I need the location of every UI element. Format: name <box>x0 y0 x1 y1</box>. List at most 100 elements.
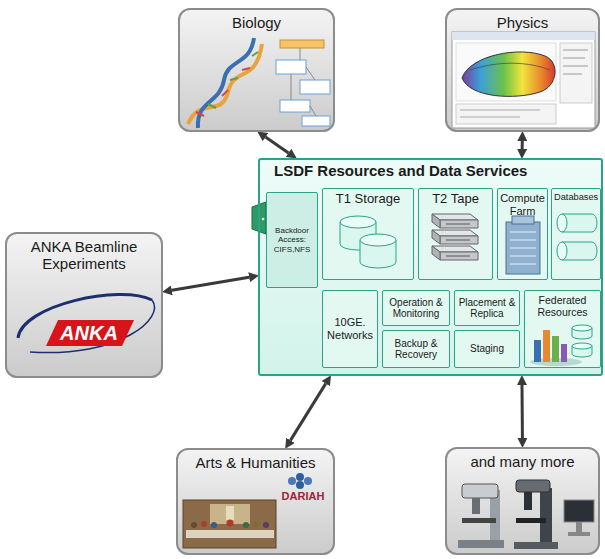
service-box: Databases <box>551 188 601 280</box>
flowchart-illustration <box>300 48 301 60</box>
compute-icon <box>510 232 536 233</box>
painting-illustration <box>253 521 259 527</box>
flowchart-illustration <box>310 106 316 116</box>
box-fill <box>454 330 520 368</box>
physics-screenshot <box>462 52 555 96</box>
domain-box: Physics <box>445 8 600 132</box>
dariah-icon <box>304 477 312 485</box>
tape-icon <box>432 246 440 260</box>
tape-icon <box>446 256 470 257</box>
painting-illustration <box>201 521 207 527</box>
box-fill <box>418 188 493 280</box>
federated-icon <box>543 330 550 362</box>
box-fill <box>266 192 318 288</box>
dna-illustration <box>242 68 250 70</box>
physics-screenshot <box>560 43 592 103</box>
flowchart-illustration <box>276 60 306 74</box>
compute-icon <box>512 216 534 224</box>
instrument-illustration <box>540 488 552 542</box>
painting-illustration <box>226 506 234 520</box>
disk-icon <box>340 216 376 228</box>
physics-screenshot <box>470 63 550 70</box>
physics-screenshot <box>563 66 588 67</box>
compute-icon <box>506 216 540 274</box>
database-icon <box>557 214 567 232</box>
tape-icon <box>440 236 478 244</box>
painting-illustration <box>183 500 276 548</box>
box-label: Compute Farm <box>500 192 545 217</box>
box-fill <box>5 232 163 378</box>
double-arrow <box>265 137 288 153</box>
physics-screenshot <box>563 74 582 75</box>
compute-icon <box>510 256 536 257</box>
box-label: Backdoor Access: CIFS,NFS <box>269 226 315 254</box>
service-box: Placement & Replica <box>454 290 520 326</box>
domain-box: ANKA Beamline Experiments <box>5 232 163 378</box>
box-fill <box>322 290 378 368</box>
federated-icon <box>552 336 559 362</box>
double-arrow <box>172 277 249 290</box>
instrument-illustration <box>564 500 594 522</box>
flowchart-illustration <box>276 40 330 126</box>
service-box: T2 Tape <box>418 188 493 280</box>
federated-icon <box>534 340 541 362</box>
service-box: Operation & Monitoring <box>382 290 450 326</box>
dna-illustration <box>222 90 228 96</box>
logo-text: DARIAH <box>276 490 330 503</box>
instrument-illustration <box>516 518 546 523</box>
service-box: Backup & Recovery <box>382 330 450 368</box>
dna-illustration <box>198 38 254 128</box>
physics-screenshot <box>460 110 540 111</box>
box-fill <box>322 188 414 280</box>
physics-screenshot <box>452 32 595 128</box>
compute-icon <box>510 264 536 265</box>
box-label: Arts & Humanities <box>182 454 329 471</box>
instrument-illustration <box>514 542 558 549</box>
domain-box: and many more <box>445 447 600 555</box>
instrument-illustration <box>568 532 590 536</box>
panel-title: LSDF Resources and Data Services <box>274 162 587 179</box>
painting-illustration <box>183 500 276 548</box>
instrument-illustration <box>458 480 594 549</box>
anka-logo <box>30 300 154 353</box>
anka-logo <box>18 295 154 353</box>
box-label: and many more <box>451 453 594 470</box>
instrument-illustration <box>462 518 496 523</box>
box-fill <box>551 188 601 280</box>
tape-icon <box>446 224 470 225</box>
federated-icon <box>561 344 567 362</box>
instrument-illustration <box>472 498 480 514</box>
box-label: Backup & Recovery <box>385 338 447 361</box>
dna-illustration <box>196 112 204 116</box>
flowchart-illustration <box>300 80 330 94</box>
disk-icon <box>340 216 396 268</box>
box-label: T1 Storage <box>325 192 411 207</box>
painting-illustration <box>263 522 269 528</box>
dariah-icon <box>296 473 304 481</box>
box-fill <box>176 448 335 555</box>
dna-illustration <box>230 78 238 80</box>
database-icon <box>557 242 567 260</box>
box-label: Staging <box>457 343 517 355</box>
box-label: 10GE. Networks <box>325 316 375 341</box>
dariah-icon <box>288 473 312 489</box>
instrument-illustration <box>462 484 498 498</box>
box-label: Biology <box>184 14 329 31</box>
instrument-illustration <box>576 522 582 532</box>
federated-icon <box>530 325 592 366</box>
instrument-illustration <box>524 492 532 510</box>
box-fill <box>382 290 450 326</box>
instrument-illustration <box>458 540 504 548</box>
access-panel: Backdoor Access: CIFS,NFS <box>266 192 318 288</box>
compute-icon <box>510 248 536 249</box>
double-arrow <box>290 384 325 441</box>
box-label: ANKA Beamline Experiments <box>11 238 157 273</box>
box-fill <box>445 447 600 555</box>
anka-logo <box>46 320 134 346</box>
box-fills <box>5 8 603 555</box>
dna-illustration <box>208 104 216 108</box>
federated-icon <box>572 325 592 331</box>
box-label: Physics <box>451 14 594 31</box>
box-label: Operation & Monitoring <box>385 297 447 320</box>
physics-screenshot <box>452 32 595 128</box>
